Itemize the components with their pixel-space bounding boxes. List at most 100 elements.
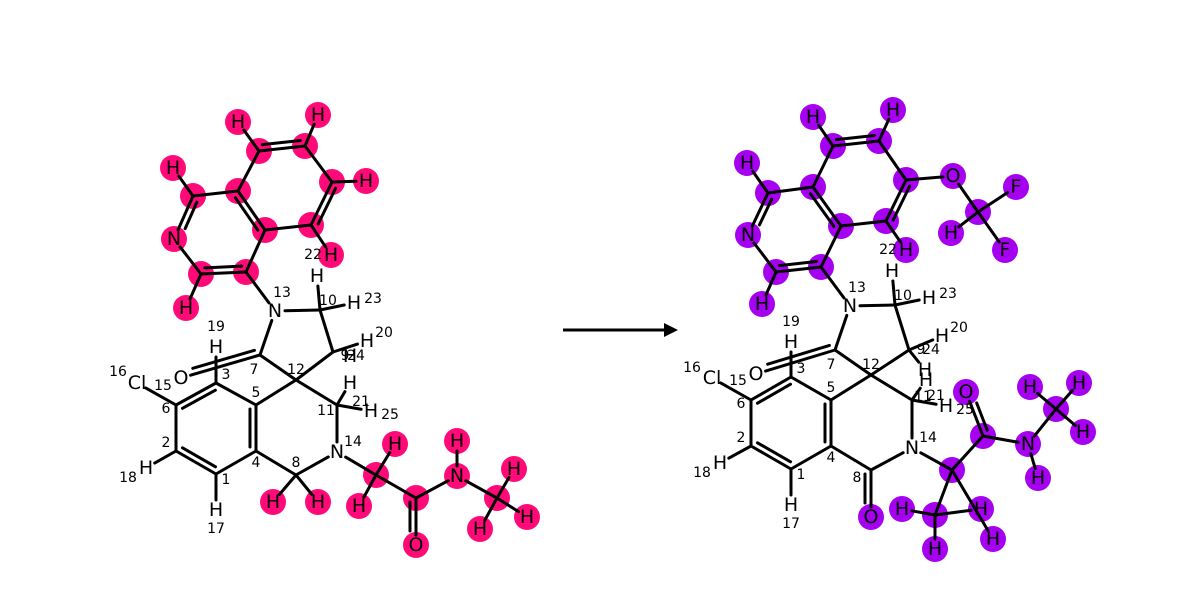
atom-index-label: 1 (797, 467, 806, 483)
atom-index-label: 16 (109, 364, 127, 380)
bond (727, 444, 753, 460)
atom-symbol: O (959, 381, 974, 403)
bond (893, 298, 921, 307)
atom-highlight (992, 237, 1018, 263)
atom-highlight (403, 532, 429, 558)
bond (893, 303, 911, 352)
bond (335, 403, 363, 411)
atom-index-label: 24 (922, 342, 940, 358)
atom-symbol: N (450, 465, 464, 487)
atom-index-label: 10 (894, 288, 912, 304)
bond (817, 123, 835, 148)
atom-symbol: H (886, 99, 900, 121)
bond (950, 468, 990, 532)
bond-second-line (891, 184, 912, 222)
atom-index-label: 5 (252, 385, 261, 401)
atom-index-label: 18 (693, 465, 711, 481)
atom-symbol: H (266, 491, 280, 513)
bond-second-line (180, 446, 218, 469)
bond (318, 308, 335, 354)
atom-symbol: H (520, 506, 534, 528)
atom-symbol: H (974, 498, 988, 520)
atom-symbol: O (864, 506, 879, 528)
atom-index-label: 14 (919, 430, 937, 446)
atom-symbol: H (360, 330, 374, 352)
atom-index-label: 6 (737, 396, 746, 412)
bond (464, 479, 499, 500)
atom-index-label: 1 (222, 472, 231, 488)
bond (257, 144, 307, 153)
atom-index-label: 23 (939, 286, 957, 302)
atom-highlight (749, 291, 775, 317)
atom-index-label: 15 (154, 378, 172, 394)
atom-index-label: 13 (848, 280, 866, 296)
bond (950, 434, 985, 472)
bond-second-line (191, 348, 256, 370)
atom-index-label: 19 (207, 319, 225, 335)
bond (214, 381, 258, 407)
atom-index-label: 14 (344, 434, 362, 450)
bond (244, 228, 267, 274)
bond (811, 185, 843, 228)
atom-symbol: H (784, 494, 798, 516)
atom-highlight (318, 242, 344, 268)
bond (976, 190, 1010, 214)
atom-index-label: 20 (950, 320, 968, 336)
atom-symbol: H (311, 491, 325, 513)
bond-second-line (766, 343, 831, 366)
bond-second-line (233, 196, 260, 232)
bond (1054, 407, 1077, 428)
atom-symbol: N (843, 295, 857, 317)
atom-symbol: H (944, 222, 958, 244)
bond (933, 468, 954, 517)
atom-highlight (735, 222, 761, 248)
bond (178, 245, 203, 276)
atom-symbol: H (310, 265, 324, 287)
atom-symbol: H (935, 325, 949, 347)
bond (495, 476, 511, 500)
atom-index-label: 12 (862, 357, 880, 373)
atom-index-label: 18 (119, 470, 137, 486)
atom-symbol: H (1072, 372, 1086, 394)
atom-symbol: O (946, 165, 961, 187)
bond (789, 375, 833, 402)
bond (877, 139, 908, 182)
bond (1029, 452, 1037, 470)
bond (719, 381, 753, 402)
bond-second-line (183, 200, 199, 231)
atom-symbol: H (1031, 467, 1045, 489)
atom-symbol: N (268, 300, 282, 322)
atom-symbol: H (885, 260, 899, 282)
bond (904, 175, 945, 182)
reactant-bonds (144, 122, 521, 537)
bond (933, 508, 973, 517)
atom-symbol: H (784, 331, 798, 353)
atom-symbol: H (166, 157, 180, 179)
atom-symbol: H (209, 499, 223, 521)
atom-symbol: F (1000, 239, 1011, 261)
bond (749, 375, 793, 402)
atom-highlight (444, 463, 470, 489)
atom-highlight (953, 379, 979, 405)
bond (833, 313, 849, 352)
atom-index-label: 9 (917, 342, 926, 358)
bond (907, 338, 935, 352)
atom-index-label: 3 (222, 367, 231, 383)
atom-index-label: 13 (273, 285, 291, 301)
atom-index-label: 23 (364, 291, 382, 307)
atom-index-label: 21 (352, 394, 370, 410)
atom-highlight (305, 102, 331, 128)
bond-second-line (260, 138, 302, 147)
atom-symbol: N (330, 441, 344, 463)
bond (811, 144, 835, 189)
bond (750, 191, 770, 228)
atom-index-label: 11 (914, 389, 932, 405)
bond (981, 434, 1020, 444)
bond (829, 373, 873, 402)
bond-second-line (975, 401, 989, 432)
atom-highlight (893, 237, 919, 263)
atom-symbol: H (473, 518, 487, 540)
